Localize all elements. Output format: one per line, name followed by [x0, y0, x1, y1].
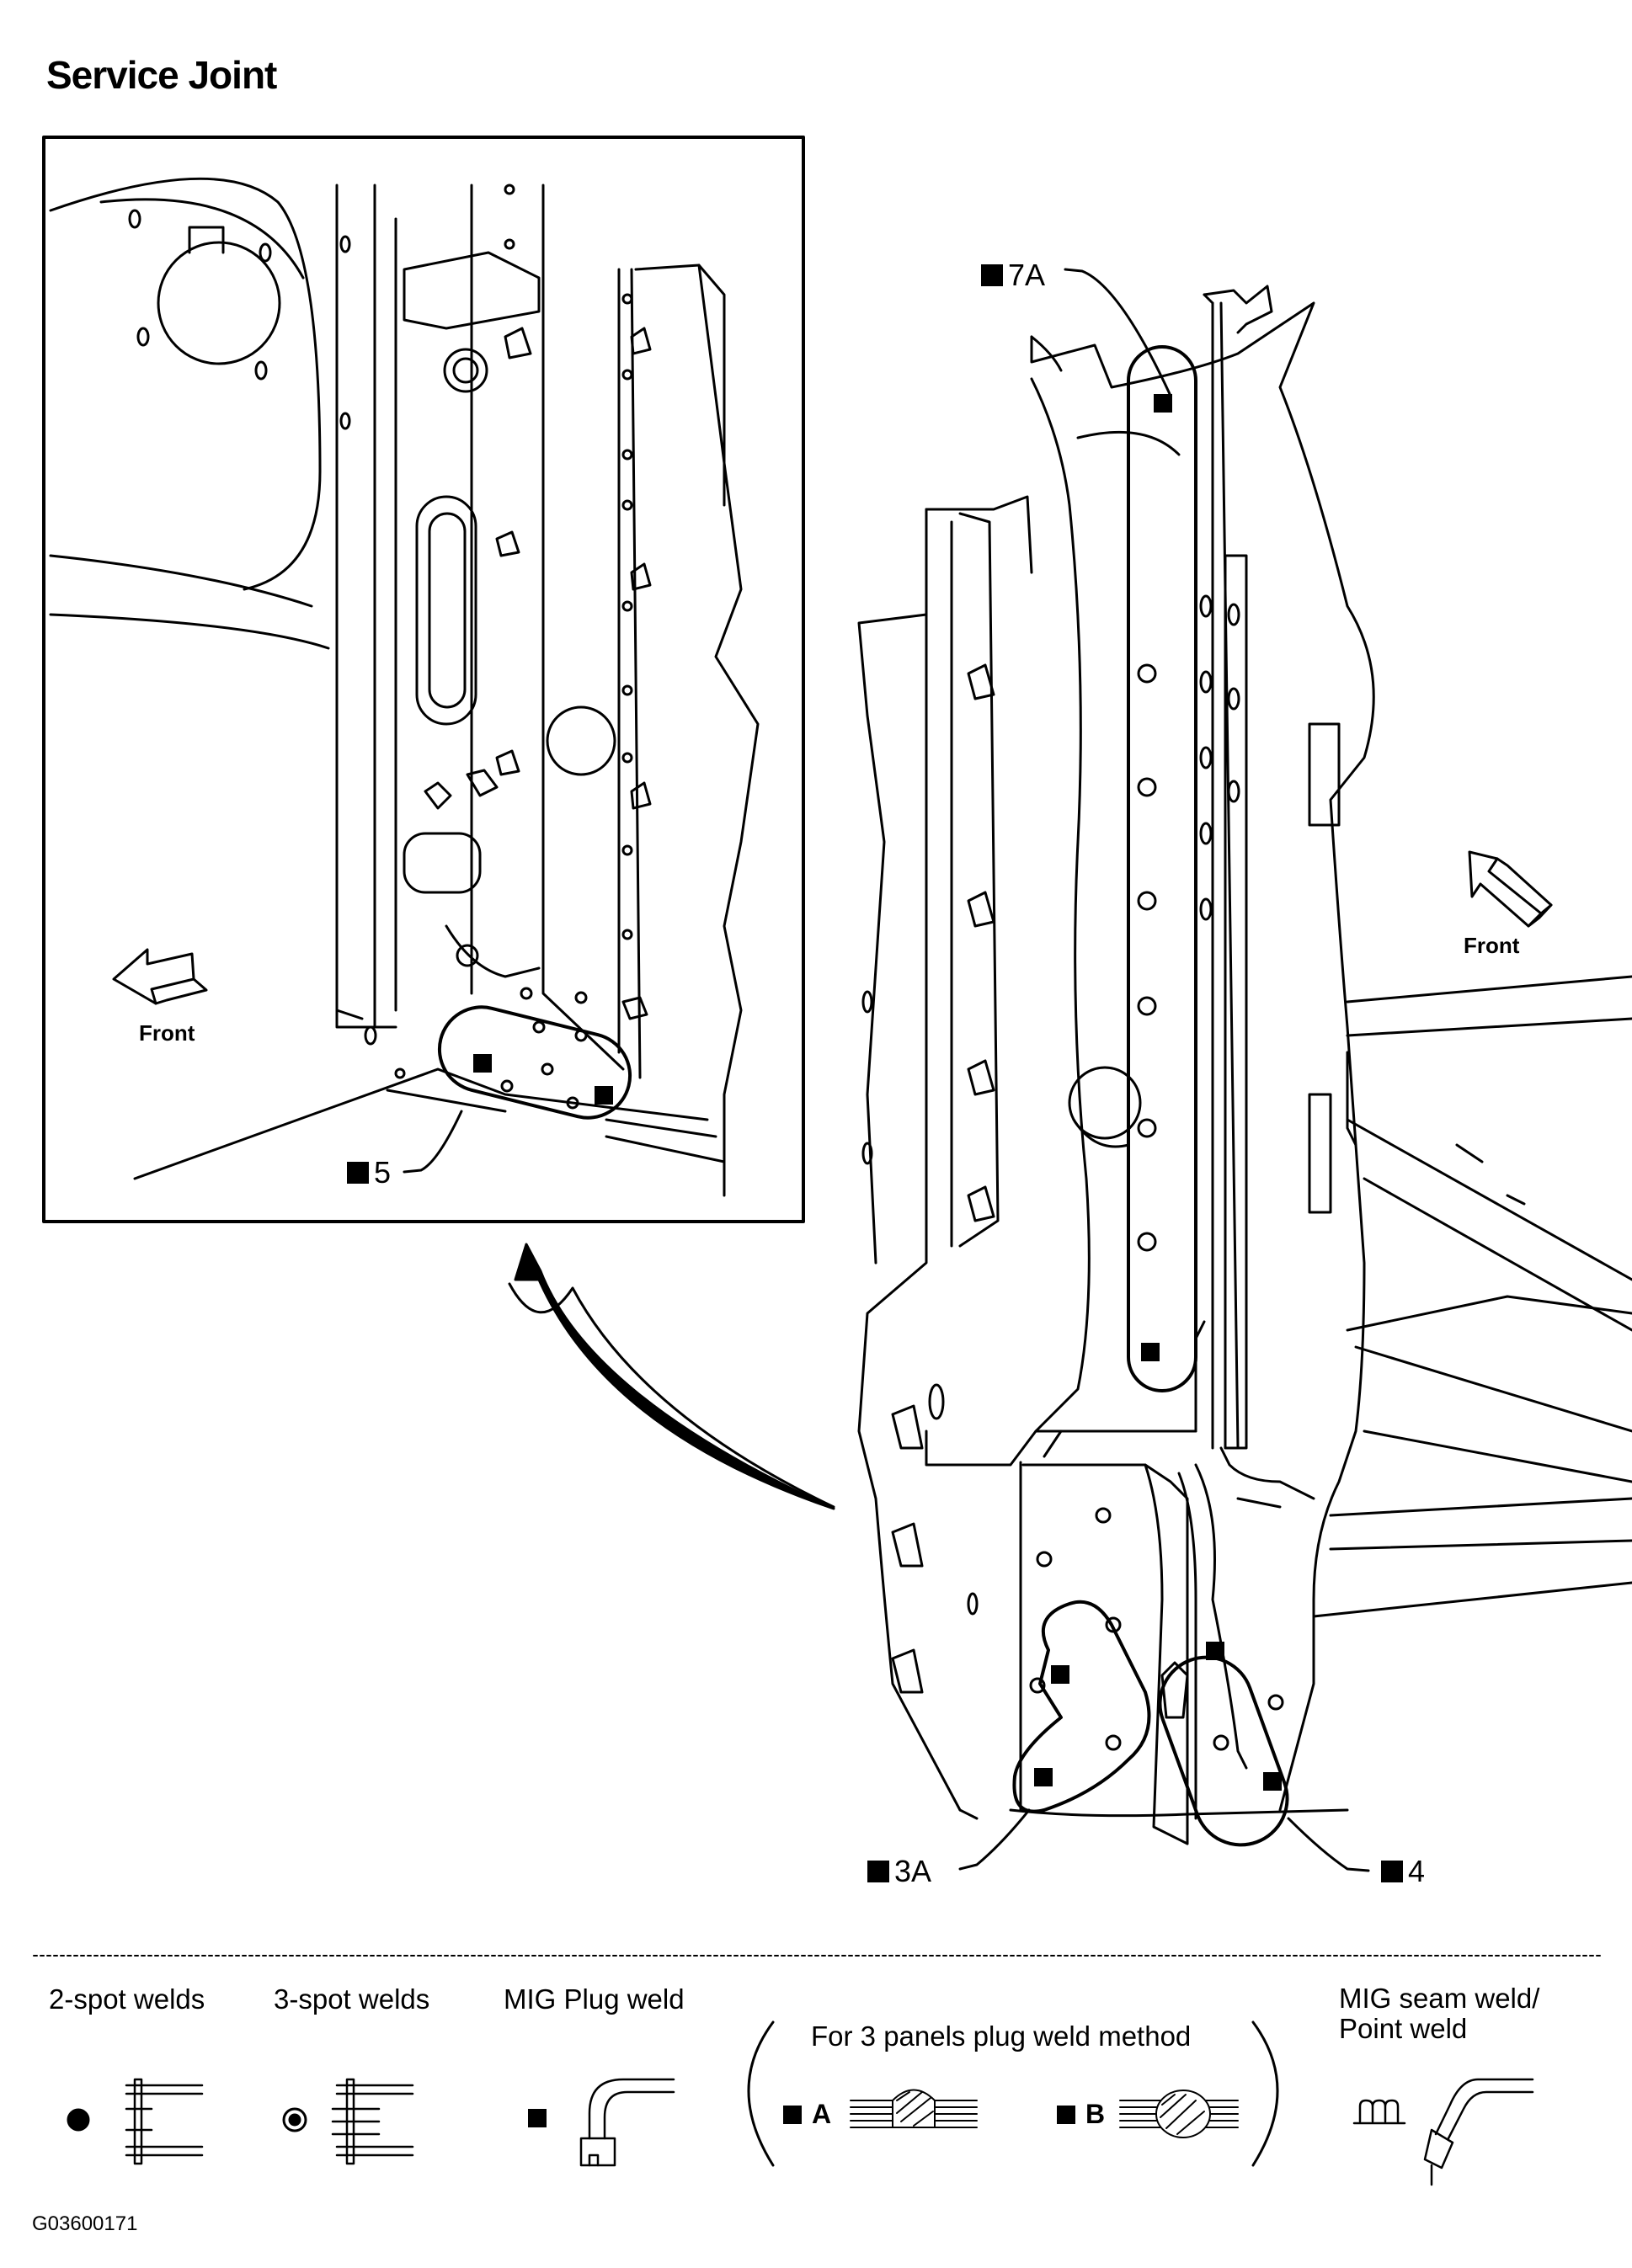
legend: [33, 1955, 1601, 2186]
curved-arrow-icon: [508, 1243, 835, 1510]
method-a-label: A: [783, 2099, 831, 2130]
inset-plug-weld-1: [473, 1054, 492, 1073]
seam-weld-icon: [1352, 2099, 1406, 2125]
legend-mig-plug: MIG Plug weld: [504, 1983, 685, 2015]
plug-weld-square-icon: [981, 264, 1003, 286]
plug-weld-3a-top: [1051, 1665, 1069, 1684]
two-spot-weld-icon: [125, 2078, 204, 2165]
callout-4: 4: [1381, 1854, 1425, 1889]
plug-weld-square-icon: [347, 1162, 369, 1184]
spot-weld-solid-icon: [67, 2108, 90, 2132]
callout-4-label: 4: [1408, 1854, 1426, 1888]
figure-code: G03600171: [32, 2212, 138, 2235]
method-a-text: A: [812, 2099, 832, 2129]
legend-mig-seam: MIG seam weld/ Point weld: [1339, 1983, 1540, 2044]
callout-3a: 3A: [867, 1854, 931, 1889]
legend-three-spot: 3-spot welds: [274, 1983, 430, 2015]
plug-weld-square-icon: [783, 2105, 802, 2124]
plug-weld-4-bottom: [1263, 1772, 1282, 1791]
callout-5-label: 5: [374, 1155, 392, 1190]
inset-detail: [42, 136, 805, 1223]
plug-weld-7a-bottom: [1141, 1343, 1160, 1361]
method-b-label: B: [1057, 2099, 1105, 2130]
page-title: Service Joint: [46, 53, 277, 97]
front-label-inset: Front: [139, 1020, 195, 1046]
plug-weld-7a-top: [1154, 394, 1172, 413]
plug-weld-square-icon: [1057, 2105, 1075, 2124]
plug-weld-square-icon: [867, 1861, 889, 1882]
callout-5: 5: [347, 1155, 391, 1190]
plug-weld-square-icon: [528, 2109, 547, 2127]
callout-3a-label: 3A: [894, 1854, 932, 1888]
plug-weld-square-icon: [1381, 1861, 1403, 1882]
main-view: [857, 268, 1632, 1872]
callout-7a: 7A: [981, 258, 1045, 293]
legend-two-spot: 2-spot welds: [49, 1983, 205, 2015]
arrow-front-icon: [1468, 850, 1553, 928]
inset-plug-weld-2: [595, 1086, 613, 1105]
arrow-front-icon: [112, 948, 208, 1005]
plug-weld-3a-bottom: [1034, 1768, 1053, 1786]
legend-three-panel: For 3 panels plug weld method: [811, 2020, 1192, 2052]
plug-weld-4-top: [1206, 1642, 1224, 1660]
spot-weld-ring-icon: [282, 2107, 307, 2132]
method-b-text: B: [1085, 2099, 1106, 2129]
callout-7a-label: 7A: [1008, 258, 1046, 292]
front-label-main: Front: [1464, 933, 1520, 958]
